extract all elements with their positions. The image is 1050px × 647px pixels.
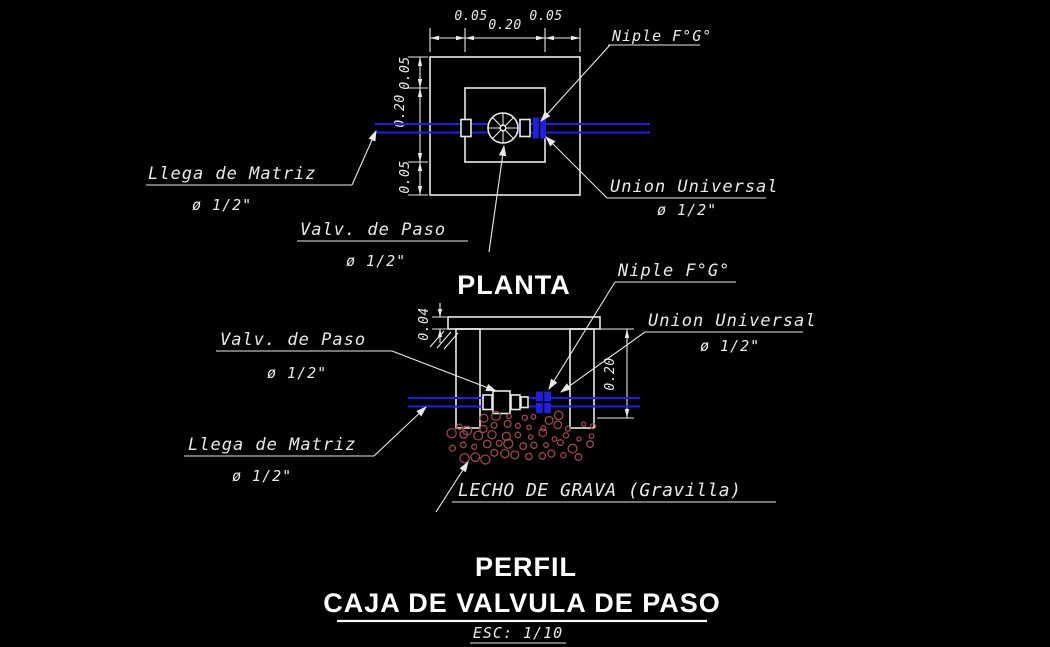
label-valv-profile: Valv. de Paso (220, 330, 366, 350)
label-llega-dia-plan: ø 1/2" (192, 196, 252, 214)
label-valv-plan: Valv. de Paso (300, 220, 446, 240)
label-valv-dia-plan: ø 1/2" (346, 252, 406, 270)
label-union-profile: Union Universal (648, 311, 817, 331)
valve-symbol-profile (482, 390, 529, 415)
label-union-plan: Union Universal (610, 177, 779, 197)
plan-view: 0.05 0.20 0.05 0.05 0.20 0.05 (146, 9, 779, 300)
dim-left-top: 0.05 (398, 56, 413, 89)
profile-dimension-depth: 0.20 (597, 328, 634, 419)
dimension-arrows (430, 35, 580, 41)
drawing-title: CAJA DE VALVULA DE PASO (323, 588, 721, 618)
dim-lid: 0.04 (417, 307, 432, 340)
plan-dimension-top: 0.05 0.20 0.05 (429, 9, 581, 52)
drawing-scale: ESC: 1/10 (473, 624, 563, 642)
union-fitting-profile (536, 391, 551, 413)
dim-left-mid: 0.20 (393, 94, 408, 127)
plan-pipe-coupling-right (519, 118, 531, 138)
profile-wall-right (569, 328, 595, 429)
label-valv-dia-profile: ø 1/2" (267, 364, 327, 382)
profile-title: PERFIL (475, 552, 577, 582)
leader-valv-plan: Valv. de Paso ø 1/2" (297, 144, 507, 270)
leader-union-plan: Union Universal ø 1/2" (545, 136, 779, 219)
plan-title: PLANTA (457, 270, 571, 300)
profile-view: 0.04 0.20 (184, 261, 817, 582)
label-llega-dia-profile: ø 1/2" (232, 467, 292, 485)
label-union-dia-profile: ø 1/2" (700, 337, 760, 355)
dim-depth: 0.20 (603, 357, 618, 390)
profile-lid (447, 316, 601, 330)
label-llega-profile: Llega de Matriz (188, 435, 357, 455)
dim-top-mid: 0.20 (488, 18, 521, 33)
union-fitting-plan (533, 117, 546, 139)
label-niple-profile: Niple F°G° (617, 261, 730, 281)
leader-niple-plan: Niple F°G° (540, 27, 712, 122)
label-union-dia-plan: ø 1/2" (657, 201, 717, 219)
leader-union-profile: Union Universal ø 1/2" (560, 311, 817, 393)
valve-symbol-plan (487, 112, 519, 144)
gravel-hatch (446, 410, 597, 465)
label-niple-plan: Niple F°G° (611, 27, 712, 45)
plan-dimension-left: 0.05 0.20 0.05 (393, 56, 428, 196)
dim-left-bottom: 0.05 (398, 160, 413, 193)
dimension-arrows (417, 57, 423, 195)
ground-hatch (429, 330, 459, 350)
dimension-arrows (624, 329, 630, 418)
dim-top-right: 0.05 (529, 9, 562, 24)
leader-llega-plan: Llega de Matriz ø 1/2" (146, 129, 377, 214)
leader-valv-profile: Valv. de Paso ø 1/2" (216, 330, 498, 392)
label-llega-plan: Llega de Matriz (148, 164, 317, 184)
label-lecho: LECHO DE GRAVA (Gravilla) (458, 480, 741, 501)
profile-wall-left (455, 328, 481, 429)
leader-niple-profile: Niple F°G° (548, 261, 736, 390)
dimension-arrows (437, 309, 443, 337)
dim-top-left: 0.05 (454, 9, 487, 24)
drawing-title-block: CAJA DE VALVULA DE PASO ESC: 1/10 (323, 588, 721, 644)
leader-lecho: LECHO DE GRAVA (Gravilla) (435, 461, 776, 513)
plan-pipe-coupling-left (460, 118, 472, 138)
leader-llega-profile: Llega de Matriz ø 1/2" (184, 406, 427, 485)
profile-dimension-lid: 0.04 (417, 303, 447, 343)
plan-outer-box (429, 56, 581, 196)
